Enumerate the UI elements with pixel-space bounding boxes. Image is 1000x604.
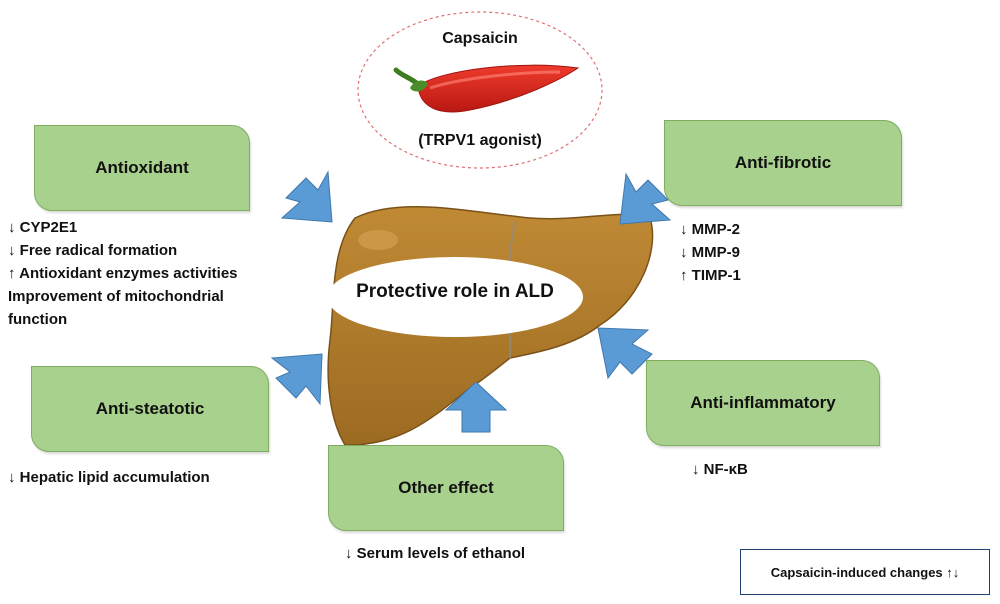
legend-box: Capsaicin-induced changes ↑↓ — [740, 549, 990, 595]
box-other-effect: Other effect — [328, 445, 564, 531]
box-anti-inflammatory-label: Anti-inflammatory — [690, 393, 836, 412]
capsaicin-ellipse — [357, 11, 603, 169]
arrow-anti-fibrotic — [619, 172, 672, 225]
other-effect-effect-item: ↓ Serum levels of ethanol — [345, 545, 526, 562]
antioxidant-effect-item: ↓ Free radical formation — [8, 242, 178, 259]
box-antioxidant-label: Antioxidant — [95, 158, 189, 177]
box-antioxidant: Antioxidant — [34, 125, 250, 211]
anti-fibrotic-effects: ↓ MMP-2 ↓ MMP-9 ↑ TIMP-1 — [680, 218, 741, 287]
box-other-effect-label: Other effect — [398, 478, 494, 497]
anti-fibrotic-effect-item: ↓ MMP-2 — [680, 221, 740, 238]
capsaicin-title: Capsaicin — [442, 30, 518, 47]
other-effect-effects: ↓ Serum levels of ethanol — [345, 542, 525, 565]
legend-label: Capsaicin-induced changes ↑↓ — [770, 564, 960, 580]
antioxidant-effects: ↓ CYP2E1 ↓ Free radical formation ↑ Anti… — [8, 216, 238, 331]
antioxidant-effect-item: Improvement of mitochondrial — [8, 288, 224, 305]
antioxidant-effect-item: ↑ Antioxidant enzymes activities — [8, 265, 238, 282]
chili-pepper-icon — [393, 64, 580, 113]
anti-inflammatory-effect-item: ↓ NF-κB — [692, 461, 748, 478]
box-anti-steatotic: Anti-steatotic — [31, 366, 269, 452]
arrow-anti-inflammatory — [597, 327, 653, 380]
box-anti-fibrotic-label: Anti-fibrotic — [734, 153, 832, 172]
antioxidant-effect-item: function — [8, 311, 68, 328]
arrow-anti-steatotic — [270, 353, 323, 406]
box-anti-fibrotic: Anti-fibrotic — [664, 120, 902, 206]
arrow-other-effect — [444, 381, 508, 433]
anti-fibrotic-effect-item: ↑ TIMP-1 — [680, 267, 741, 284]
capsaicin-subtitle: (TRPV1 agonist) — [418, 132, 542, 149]
center-label: Protective role in ALD — [356, 281, 554, 302]
center-ellipse — [327, 257, 583, 337]
anti-steatotic-effects: ↓ Hepatic lipid accumulation — [8, 466, 210, 489]
arrow-antioxidant — [280, 170, 333, 223]
anti-fibrotic-effect-item: ↓ MMP-9 — [680, 244, 740, 261]
anti-steatotic-effect-item: ↓ Hepatic lipid accumulation — [8, 469, 210, 486]
antioxidant-effect-item: ↓ CYP2E1 — [8, 219, 78, 236]
box-anti-inflammatory: Anti-inflammatory — [646, 360, 880, 446]
anti-inflammatory-effects: ↓ NF-κB — [692, 458, 748, 481]
box-anti-steatotic-label: Anti-steatotic — [95, 399, 205, 418]
